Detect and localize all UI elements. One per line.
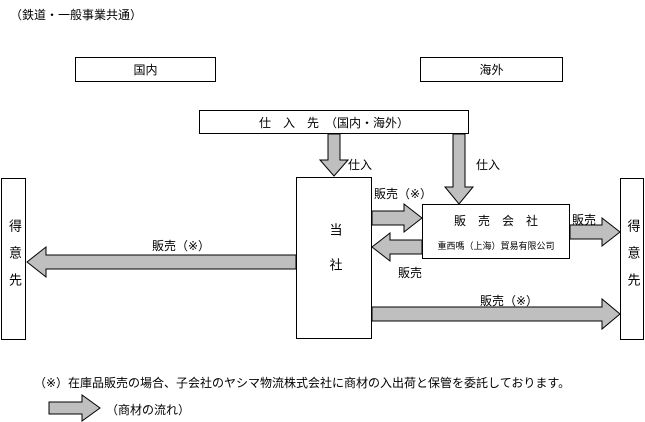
shiire-label-2: 仕入 [476,158,501,172]
sales-company-box: 販 売 会 社 重西嗎（上海）貿易有限公司 [422,204,570,259]
domestic-header: 国内 [75,57,216,82]
overseas-header: 海外 [420,57,563,82]
domestic-label: 国内 [133,63,158,77]
arrow-down-to-sales-company [443,133,475,205]
right-customer-box: 得意先 [620,178,644,340]
arrow-left-to-company [371,231,423,263]
sales-company-subname: 重西嗎（上海）貿易有限公司 [437,241,555,252]
overseas-label: 海外 [479,63,504,77]
sales-company-label: 販 売 会 社 [453,213,538,228]
supplier-label: 仕 入 先 （国内・海外） [258,115,409,130]
footnote: （※）在庫品販売の場合、子会社のヤシマ物流株式会社に商材の入出荷と保管を委託して… [34,376,571,390]
right-customer-label: 得意先 [624,218,640,300]
legend-arrow [48,394,101,422]
arrow-left-to-customer [26,245,297,279]
arrow-right-from-sales-company [569,216,621,248]
arrow-down-to-company [318,133,350,177]
left-customer-box: 得意先 [1,178,26,340]
left-customer-label: 得意先 [6,218,21,300]
company-box: 当社 [296,177,372,339]
diagram-caption: （鉄道・一般事業共通） [10,8,143,22]
arrow-right-to-sales-company [371,202,423,234]
shiire-label-1: 仕入 [348,158,373,172]
hanbai-note-label-2: 販売（※） [152,239,211,253]
hanbai-note-label-1: 販売（※） [374,187,433,201]
arrow-right-to-customer [371,297,621,331]
hanbai-label-1: 販売 [398,266,423,280]
hanbai-label-2: 販売 [572,213,597,227]
legend-label: （商材の流れ） [106,403,191,417]
company-label: 当社 [326,223,342,293]
hanbai-note-label-3: 販売（※） [480,294,539,308]
